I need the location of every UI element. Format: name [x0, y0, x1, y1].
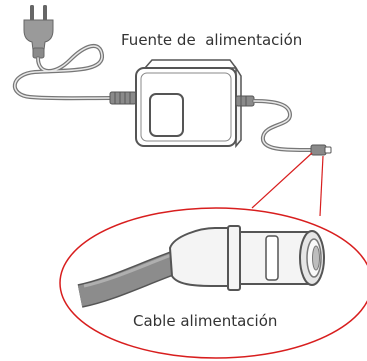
- power-cable-label: Cable alimentación: [133, 312, 278, 330]
- power-adapter-icon: [135, 59, 242, 149]
- callout-ellipse: [59, 207, 367, 359]
- callout-pointer: [251, 152, 324, 217]
- dc-connector-zoom-icon: [77, 225, 325, 308]
- dc-plug-small-icon: [310, 144, 332, 156]
- adapter-strain-relief-left: [109, 91, 137, 105]
- adapter-strain-relief-right: [235, 95, 255, 107]
- dc-output-cable: [252, 99, 314, 152]
- wall-plug-icon: [23, 5, 54, 59]
- power-adapter-label: Fuente de alimentación: [121, 31, 303, 49]
